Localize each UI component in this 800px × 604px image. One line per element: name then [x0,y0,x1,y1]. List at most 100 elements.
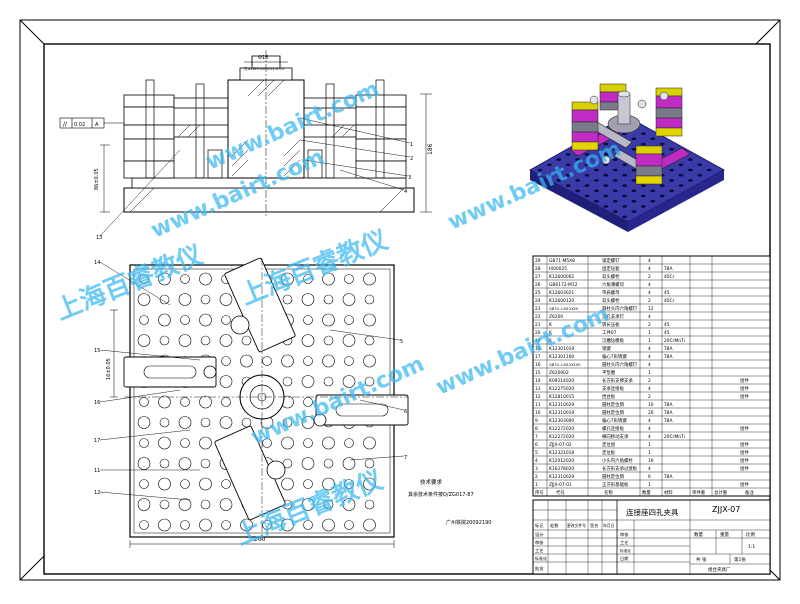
bom-cell: 圆柱定位销 [602,409,625,416]
bom-cell: 4 [535,458,538,464]
base-hole [139,397,149,407]
iso-hole [669,189,674,193]
base-hole [200,294,211,305]
dim-left-vertical: 86±0.05 [94,168,100,190]
iso-hole [594,179,599,182]
base-hole [158,436,171,450]
iso-hole [575,179,580,182]
bom-cell: 19 [535,338,541,344]
bom-cell: 6 [648,474,651,480]
bom-cell: 长方形支承过渡板 [602,465,638,472]
bom-cell: T8A [663,354,672,360]
role-review-2: 审核 [620,531,629,538]
bom-cell: 8 [535,426,538,432]
balloon: 13 [96,235,102,241]
bom-cell: 组件 [740,393,749,400]
bom-cell: 40Cr [664,298,675,304]
rev-label-count: 处数 [550,522,559,529]
bom-cell: 12 [648,306,654,312]
iso-hole [631,147,637,151]
base-hole [303,274,313,284]
bom-header-cell: 数量 [642,489,651,496]
base-hole [200,417,211,428]
balloon: 7 [404,455,407,461]
iso-hole [612,147,618,151]
bom-cell: 平垫圈 [602,369,616,376]
base-hole [180,438,190,448]
base-hole [282,376,293,387]
iso-hole [622,194,627,198]
bom-cell: 1 [535,482,538,488]
scale-label: 比例 [746,531,755,538]
iso-hole [631,137,637,141]
bom-cell: 16 [648,458,654,464]
base-hole [158,395,171,409]
bom-cell: 4 [648,346,651,352]
balloon: 5 [400,339,403,345]
bom-cell: 支承连接板 [602,385,625,392]
bom-cell: 11 [535,402,541,408]
bom-cell: K12600120 [549,298,574,304]
iso-hole [565,153,571,156]
base-hole [342,457,356,470]
qty-label: 数量 [694,531,703,538]
iso-hole [622,184,627,187]
bom-cell: 偏心T形销键 [602,353,627,360]
iso-hole [584,163,590,167]
bom-cell: T8A [663,474,672,480]
gdt-datum: A [95,122,99,128]
base-hole [281,436,294,450]
bom-cell: K12272020 [549,426,574,432]
bom-cell: 2 [648,274,651,280]
base-hole [180,274,190,284]
bom-cell: 组件 [740,385,749,392]
base-hole [180,315,190,325]
scale-value: 1:1 [748,544,755,550]
base-hole [322,436,335,450]
iso-hole [622,215,627,219]
base-hole [323,294,334,305]
bom-cell: 45 [664,330,670,336]
bom-cell: 锁定螺钉 [602,257,620,264]
bom-cell: 4 [648,466,651,472]
part-balloons: 1 2 3 4 5 6 7 13 14 15 16 17 11 12 [94,142,413,496]
bom-cell: 4 [648,282,651,288]
iso-hole [641,184,646,187]
bom-cell: Z620002 [549,370,569,376]
bom-cell: K [549,338,552,344]
bom-cell: 7 [535,434,538,440]
base-hole [178,457,192,470]
bom-cell: 4 [648,290,651,296]
iso-hole [669,179,674,182]
base-hole [303,315,313,325]
base-hole [364,294,375,305]
iso-hole [631,179,637,182]
role-process-2: 工艺 [620,540,628,545]
iso-hole [556,168,562,172]
bom-cell: 4 [648,426,651,432]
school-name: 组合夹具厂 [708,566,731,573]
bom-cell: K12600002 [549,274,574,280]
bom-cell: 20CrMnTi [664,338,685,344]
base-hole [282,458,293,469]
bom-cell: 沉槽钻模板 [602,337,625,344]
bom-cell: 组件 [740,425,749,432]
bom-cell: K09214020 [549,378,574,384]
base-hole [159,294,170,305]
bom-cell: 5 [535,450,538,456]
iso-hole [584,184,590,187]
rev-label-sign: 签名 [590,522,598,529]
iso-hole [678,173,684,177]
bom-cell: 定位盘 [602,441,616,448]
iso-hole [641,132,646,135]
base-hole [240,518,253,532]
bom-cell: 组件 [740,449,749,456]
bom-cell: 23 [535,306,541,312]
base-hole [219,334,233,347]
bom-header-cell: 单件重 [692,489,706,496]
base-hole [364,499,375,510]
base-hole [281,518,294,532]
base-hole [323,458,334,469]
base-hole [139,315,149,325]
drawing-number: ZJJX-07 [712,505,740,514]
